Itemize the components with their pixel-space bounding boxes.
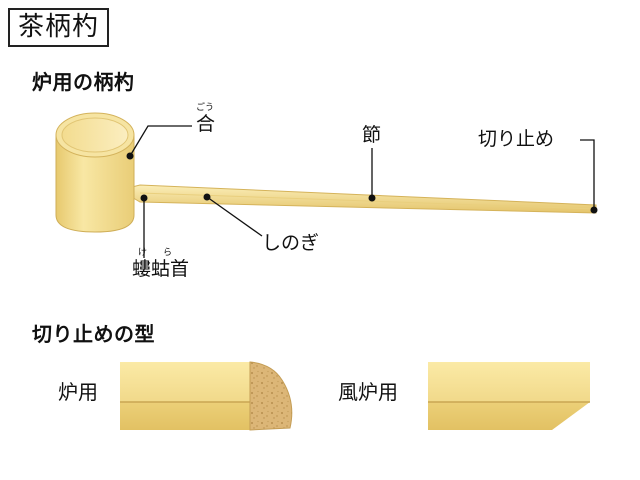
type-label-ro: 炉用 xyxy=(58,380,98,404)
ladle-handle xyxy=(118,184,597,214)
page-title: 茶柄杓 xyxy=(8,8,110,47)
cut-type-furo xyxy=(428,362,590,430)
neck-ruby-2: ら xyxy=(163,248,173,258)
section-title-ladle: 炉用の柄杓 xyxy=(32,70,135,94)
cut-type-ro xyxy=(120,361,293,431)
handle-label: しのぎ xyxy=(262,232,320,254)
dot-cup xyxy=(126,152,134,160)
cup-label: 合 xyxy=(196,113,216,135)
leader-handle xyxy=(206,196,263,237)
dot-end xyxy=(590,206,598,214)
neck-ruby-1: け xyxy=(138,248,148,258)
neck-label: 螻蛄首 xyxy=(132,258,190,280)
leader-dots xyxy=(126,152,598,214)
section-title-cut-types: 切り止めの型 xyxy=(32,322,155,346)
leader-end xyxy=(580,139,595,210)
leader-cup xyxy=(129,125,192,157)
dot-node xyxy=(368,194,376,202)
type-label-furo: 風炉用 xyxy=(338,380,398,404)
ladle-cup xyxy=(55,112,135,233)
end-label: 切り止め xyxy=(478,128,555,150)
leader-lines xyxy=(129,125,595,258)
node-label: 節 xyxy=(362,124,382,146)
dot-neck xyxy=(140,194,148,202)
cup-ruby: ごう xyxy=(196,103,215,113)
dot-handle xyxy=(203,193,211,201)
